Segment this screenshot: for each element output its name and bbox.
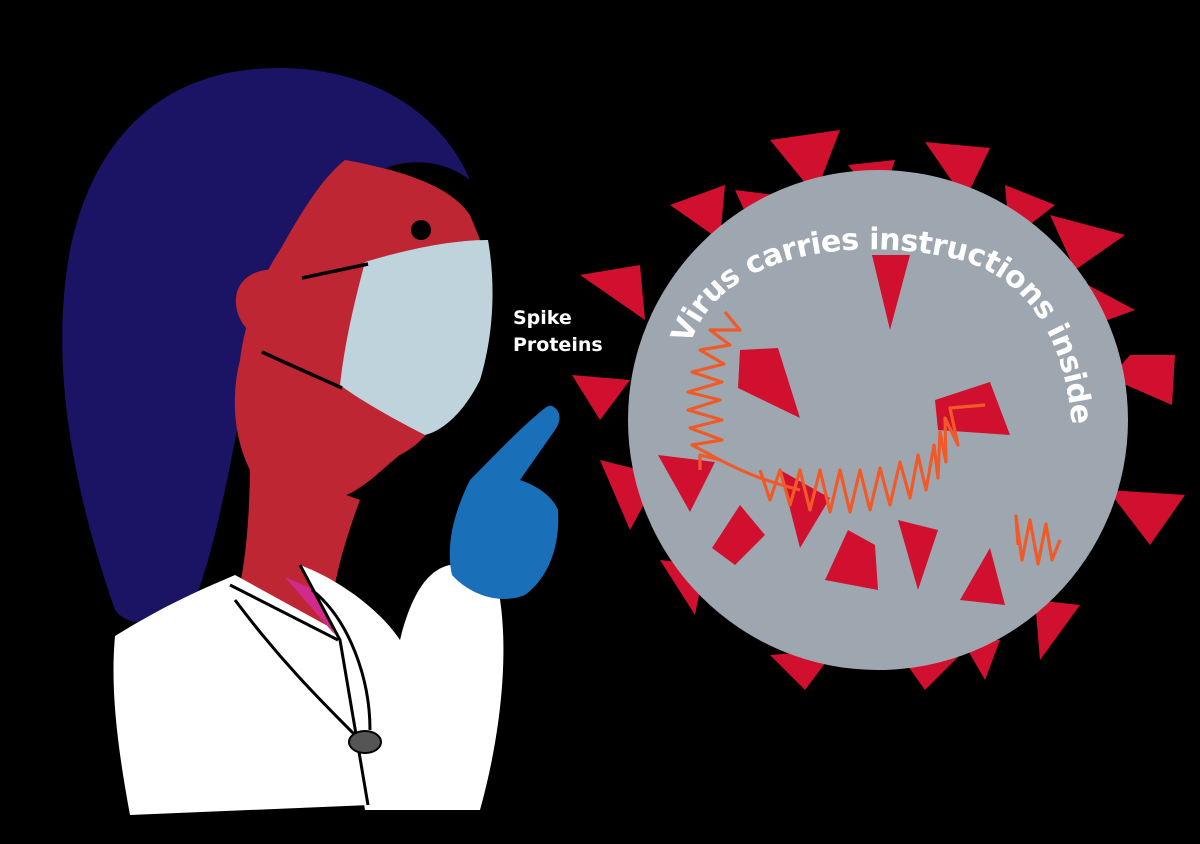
stethoscope-icon	[233, 588, 382, 754]
lab-coat	[113, 575, 371, 815]
coronavirus-icon: Virus carries instructions inside	[572, 130, 1185, 690]
glove	[449, 405, 560, 599]
rna-strand-icon	[686, 310, 1062, 566]
coat-line	[229, 583, 339, 642]
spike-proteins-label: Spike Proteins	[513, 305, 603, 359]
mask-strap-bottom	[261, 350, 343, 390]
shirt-collar	[285, 577, 335, 635]
scientist-illustration	[62, 67, 560, 815]
ear	[235, 269, 302, 345]
spike-label-line-1: Spike	[513, 307, 572, 329]
hair	[62, 67, 470, 623]
lab-coat-right	[300, 565, 504, 810]
eye	[411, 220, 431, 240]
mask-strap-top	[301, 262, 369, 280]
spike-label-line-2: Proteins	[513, 334, 603, 356]
face-mask	[340, 240, 493, 435]
